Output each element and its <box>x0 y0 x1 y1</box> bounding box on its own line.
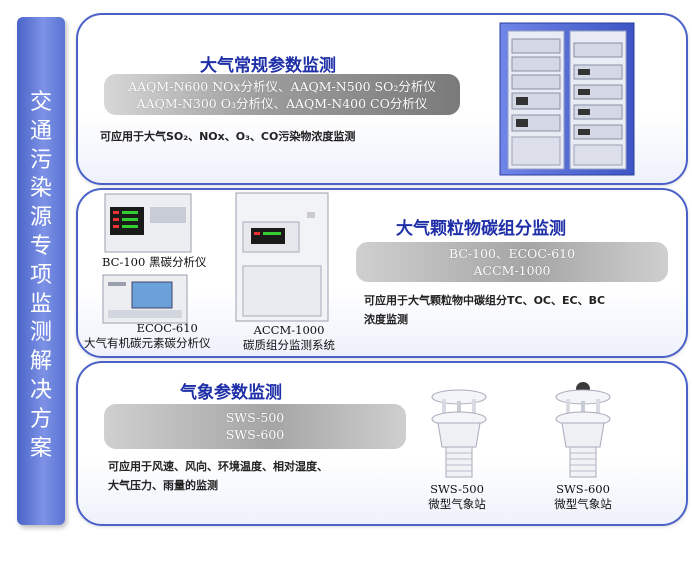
panel-carbon-monitoring: 大气颗粒物碳组分监测 BC-100、ECOC-610 ACCM-1000 可应用… <box>76 188 688 358</box>
panel-title: 气象参数监测 <box>180 383 282 403</box>
product-pill: SWS-500 SWS-600 <box>104 404 406 449</box>
accm1000-caption: ACCM-1000 碳质组分监测系统 <box>243 323 335 352</box>
accm1000-system-icon <box>235 192 329 322</box>
sws600-caption: SWS-600 微型气象站 <box>554 482 612 511</box>
sws600-weather-station-icon <box>555 382 611 478</box>
ecoc610-caption: ECOC-610 大气有机碳元素碳分析仪 <box>84 321 211 350</box>
application-desc: 可应用于大气颗粒物中碳组分TC、OC、EC、BC 浓度监测 <box>364 294 606 326</box>
panel-weather-monitoring: 气象参数监测 SWS-500 SWS-600 可应用于风速、风向、环境温度、相对… <box>76 361 688 526</box>
panel-gas-monitoring: 大气常规参数监测 AAQM-N600 NOx分析仪、AAQM-N500 SO₂分… <box>76 13 688 185</box>
ecoc610-analyzer-icon <box>102 274 188 324</box>
bc100-analyzer-icon <box>104 193 192 253</box>
application-desc: 可应用于大气SO₂、NOx、O₃、CO污染物浓度监测 <box>100 130 356 143</box>
sidebar-title: 交 通 污 染 源 专 项 监 测 解 决 方 案 <box>29 90 52 461</box>
sws500-caption: SWS-500 微型气象站 <box>428 482 486 511</box>
solution-sidebar: 交 通 污 染 源 专 项 监 测 解 决 方 案 <box>17 17 65 525</box>
application-desc: 可应用于风速、风向、环境温度、相对湿度、 大气压力、雨量的监测 <box>108 460 328 492</box>
bc100-caption: BC-100 黑碳分析仪 <box>102 255 207 269</box>
product-pill: BC-100、ECOC-610 ACCM-1000 <box>356 242 668 282</box>
instrument-rack-cabinet-icon <box>499 22 635 176</box>
panel-title: 大气常规参数监测 <box>200 56 336 76</box>
product-pill: AAQM-N600 NOx分析仪、AAQM-N500 SO₂分析仪 AAQM-N… <box>104 74 460 115</box>
panel-title: 大气颗粒物碳组分监测 <box>396 219 566 239</box>
sws500-weather-station-icon <box>431 389 487 478</box>
